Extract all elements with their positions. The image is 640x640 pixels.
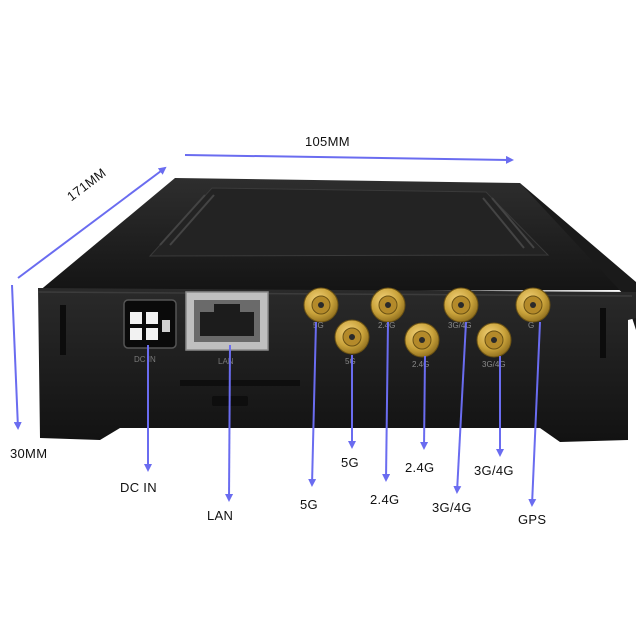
callout-arrow-gps <box>528 321 541 507</box>
marking-24g-a: 2.4G <box>378 321 395 330</box>
callout-label-ant5: 3G/4G <box>432 500 472 515</box>
height-arrow <box>11 284 22 430</box>
callout-arrow-lan <box>225 344 234 502</box>
width-label: 105MM <box>305 134 350 149</box>
marking-24g-b: 2.4G <box>412 360 429 369</box>
dc-in-port <box>123 299 177 349</box>
lan-port <box>185 291 269 351</box>
callout-arrow-ant4 <box>420 355 429 450</box>
sma-connector-3 <box>370 287 406 323</box>
sma-connector-4 <box>404 322 440 358</box>
callout-arrows <box>144 321 541 507</box>
callout-label-ant4: 2.4G <box>405 460 435 475</box>
callout-label-ant2: 5G <box>341 455 359 470</box>
callout-arrow-ant3 <box>382 321 391 482</box>
callout-label-ant3: 2.4G <box>370 492 400 507</box>
callout-label-lan: LAN <box>207 508 234 523</box>
dimension-arrows <box>11 154 514 430</box>
marking-5g-b: 5G <box>345 357 356 366</box>
callout-label-ant6: 3G/4G <box>474 463 514 478</box>
callout-arrow-ant1 <box>308 321 317 487</box>
height-label: 30MM <box>10 446 48 461</box>
depth-arrow <box>17 166 167 279</box>
marking-gps: G <box>528 321 534 330</box>
marking-3g4g-a: 3G/4G <box>448 321 472 330</box>
dc-in-marking: DC IN <box>134 355 156 364</box>
sma-connector-1 <box>303 287 339 323</box>
antenna-connectors <box>303 287 551 358</box>
callout-label-dc-in: DC IN <box>120 480 157 495</box>
sma-connector-5 <box>443 287 479 323</box>
device-top-ridges <box>159 194 535 249</box>
callout-label-gps: GPS <box>518 512 547 527</box>
sma-connector-2 <box>334 319 370 355</box>
sma-connector-7 <box>515 287 551 323</box>
marking-5g-a: 5G <box>313 321 324 330</box>
callout-label-ant1: 5G <box>300 497 318 512</box>
lan-marking: LAN <box>218 357 234 366</box>
callout-arrow-ant5 <box>453 321 467 494</box>
sma-connector-6 <box>476 322 512 358</box>
marking-3g4g-b: 3G/4G <box>482 360 506 369</box>
device-top-plate <box>148 187 550 257</box>
width-arrow <box>184 154 514 164</box>
